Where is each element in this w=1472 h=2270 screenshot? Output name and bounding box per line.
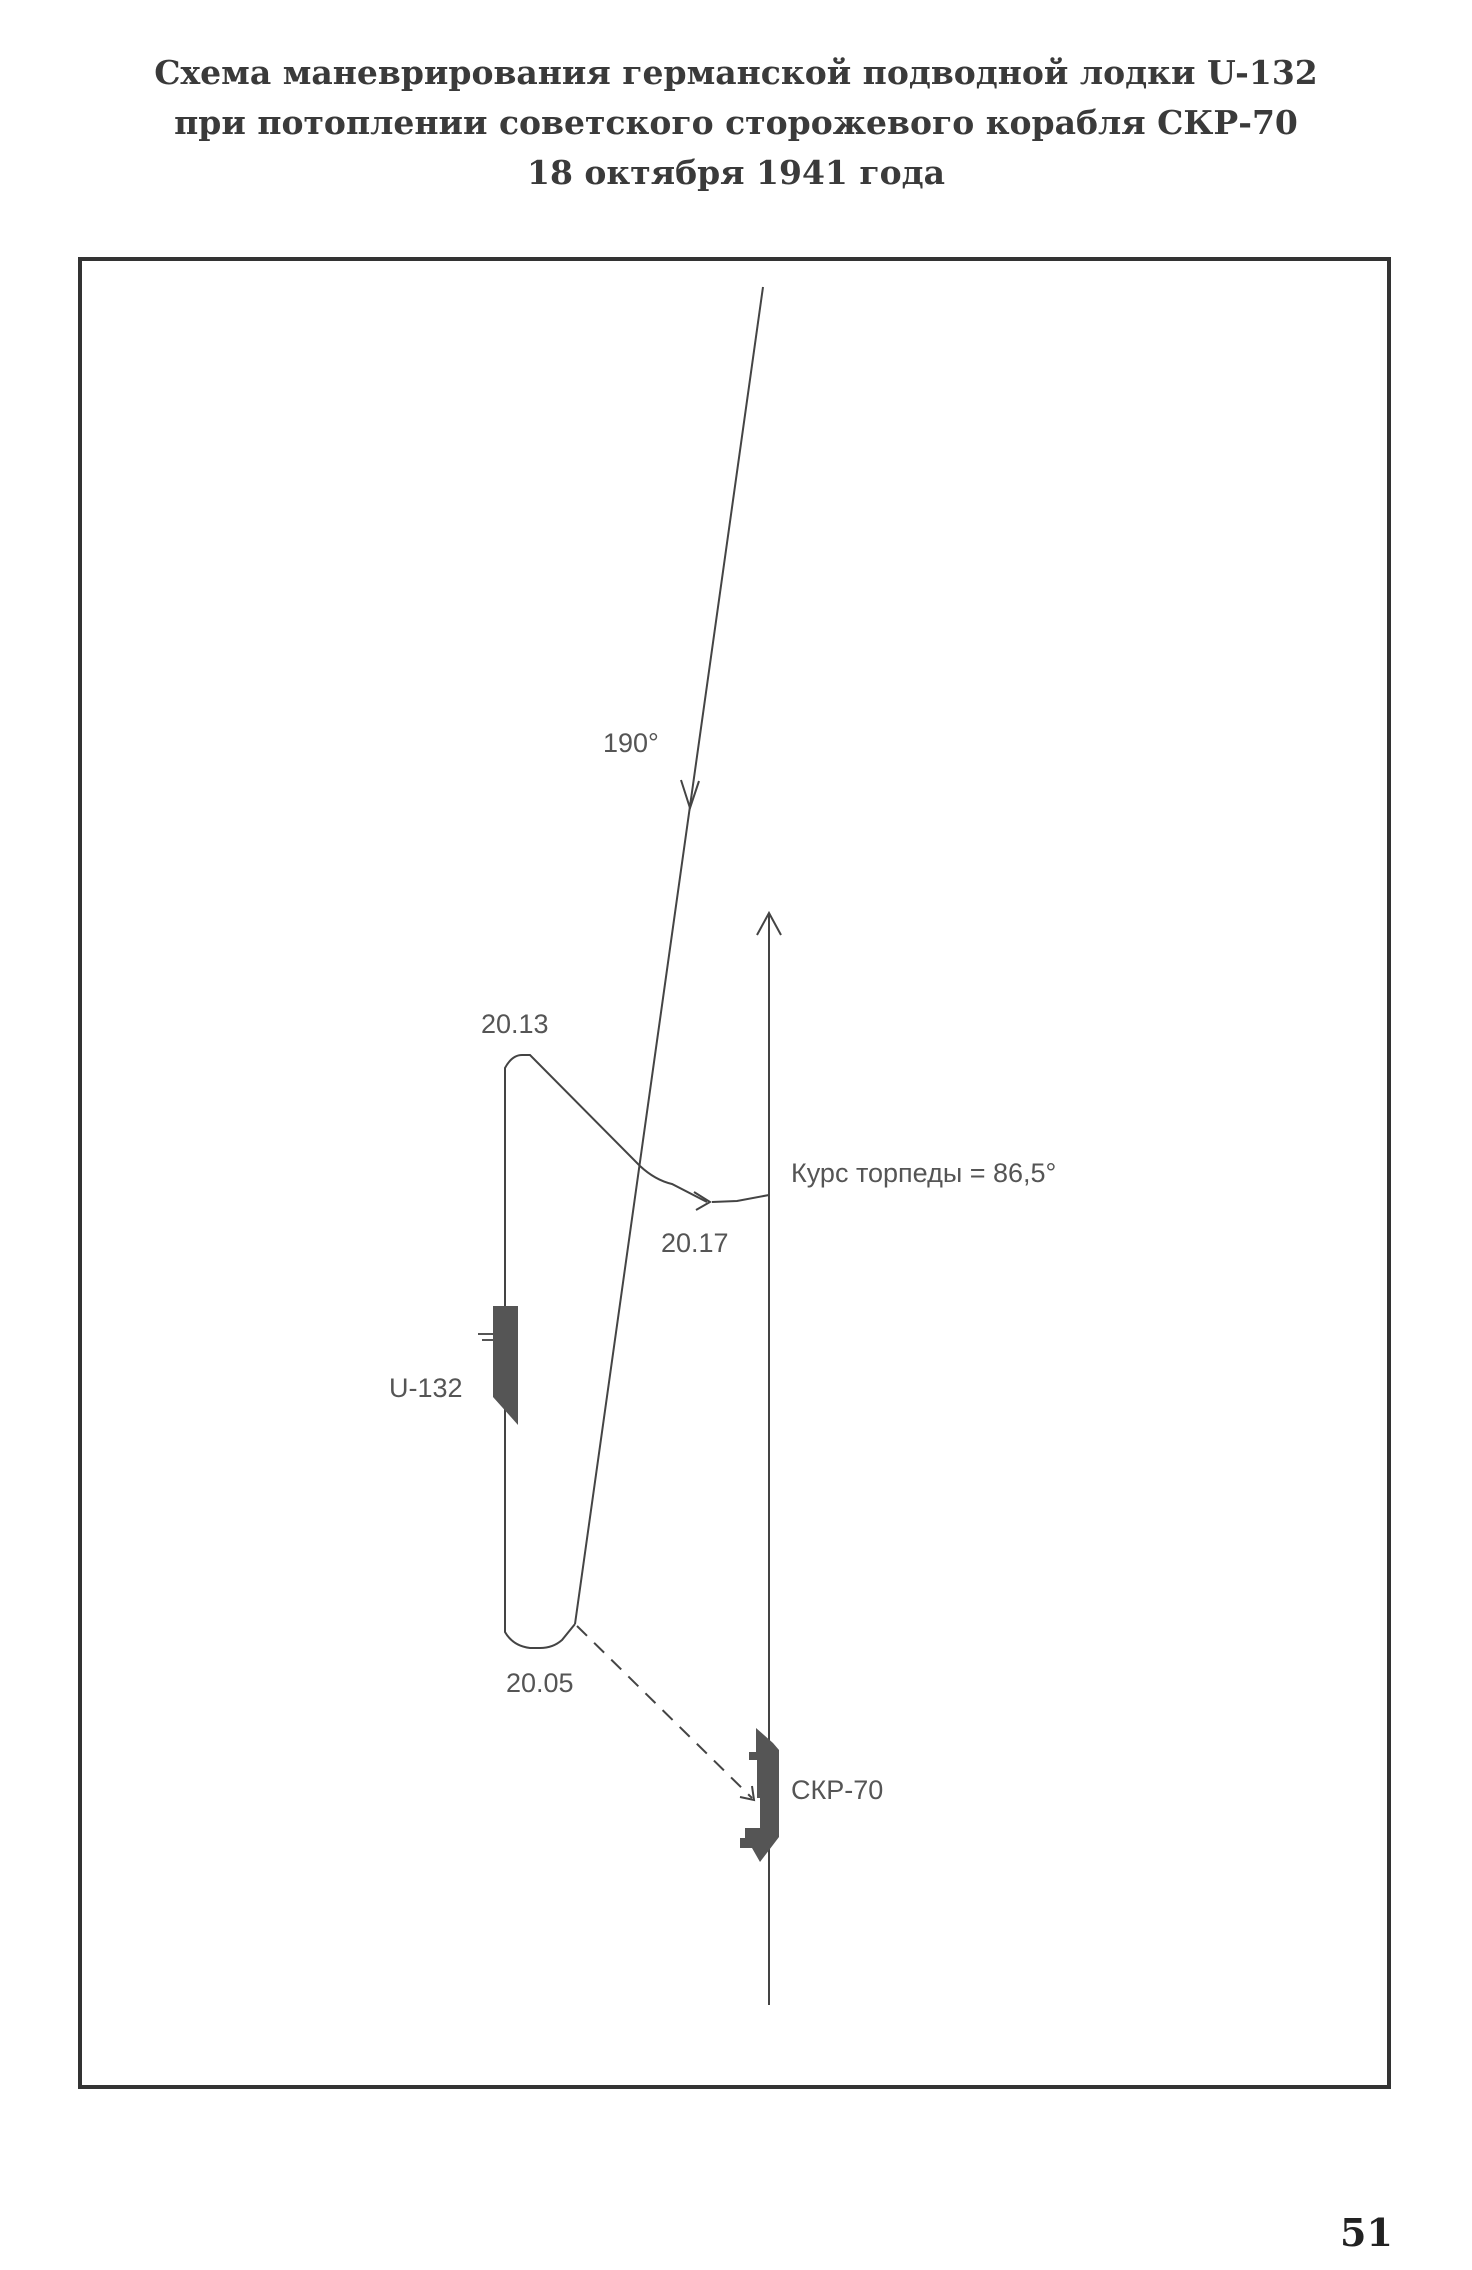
page-title: Схема маневрирования германской подводно… xyxy=(0,48,1472,198)
time-label-2013: 20.13 xyxy=(481,1009,549,1039)
submarine-icon xyxy=(493,1306,518,1425)
submarine-track xyxy=(504,1054,708,1649)
title-line-1: Схема маневрирования германской подводно… xyxy=(154,53,1318,92)
ship-icon xyxy=(740,1728,779,1862)
submarine-label: U-132 xyxy=(389,1373,463,1403)
course-190-label: 190° xyxy=(603,728,659,758)
diagram-frame xyxy=(78,257,1391,2089)
ship-label: СКР-70 xyxy=(791,1775,883,1805)
dashed-attack-line xyxy=(576,1625,753,1799)
time-label-2005: 20.05 xyxy=(506,1668,574,1698)
time-label-2017: 20.17 xyxy=(661,1228,729,1258)
title-line-2: при потоплении советского сторожевого ко… xyxy=(174,103,1298,142)
up-arrow-icon xyxy=(756,910,782,936)
dashed-arrow-icon xyxy=(739,1785,756,1802)
page-number: 51 xyxy=(1340,2210,1393,2255)
torpedo-arrow-icon xyxy=(693,1191,712,1211)
ship-course-line xyxy=(574,286,764,1625)
torpedo-course-label: Курс торпеды = 86,5° xyxy=(791,1158,1056,1188)
course-arrow-icon xyxy=(680,779,700,812)
title-line-3: 18 октября 1941 года xyxy=(527,153,945,192)
torpedo-course-line xyxy=(711,1194,770,1203)
